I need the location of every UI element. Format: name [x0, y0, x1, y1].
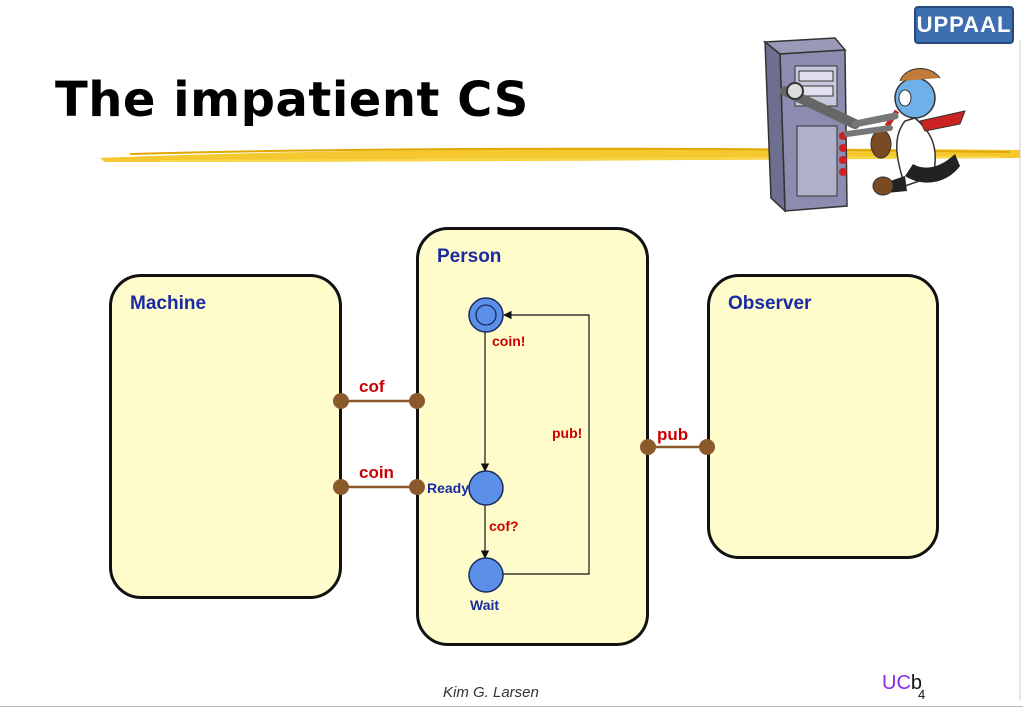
- slide-title: The impatient CS: [55, 72, 529, 128]
- footer-author: Kim G. Larsen: [443, 684, 539, 701]
- edge-pub-label: pub!: [552, 425, 582, 441]
- channel-cof: cof: [333, 377, 425, 409]
- location-ready-label: Ready: [427, 480, 469, 496]
- channel-coin-port-person: [409, 479, 425, 495]
- person-label: Person: [437, 246, 502, 267]
- computer-tower-grabbing-person-icon: [763, 37, 966, 213]
- channel-cof-port-person: [409, 393, 425, 409]
- machine-label: Machine: [130, 293, 207, 314]
- channel-pub-label: pub: [657, 425, 688, 444]
- location-wait: [468, 557, 504, 593]
- observer-label: Observer: [728, 293, 812, 314]
- channel-pub-port-observer: [699, 439, 715, 455]
- channel-cof-label: cof: [359, 377, 385, 396]
- footer-logo-prefix: UC: [882, 672, 911, 694]
- channel-coin-label: coin: [359, 463, 394, 482]
- channel-coin: coin: [333, 463, 425, 495]
- channel-coin-port-machine: [333, 479, 349, 495]
- edge-pub: [503, 310, 590, 575]
- footer-divider: [0, 706, 1023, 707]
- footer-logo: UCb: [882, 672, 922, 695]
- channel-pub: pub: [640, 425, 715, 455]
- observer-box: Observer: [707, 274, 939, 559]
- location-initial: [468, 297, 504, 333]
- location-ready: [468, 470, 504, 506]
- channel-cof-port-machine: [333, 393, 349, 409]
- person-box: Person: [416, 227, 649, 646]
- footer-logo-suffix: b: [910, 672, 923, 694]
- edge-cof-label: cof?: [489, 518, 519, 534]
- uppaal-logo: UPPAAL: [914, 6, 1014, 44]
- right-edge-rule: [1019, 40, 1021, 700]
- page-number: 4: [918, 687, 926, 702]
- machine-box: Machine: [109, 274, 342, 599]
- channel-pub-port-person: [640, 439, 656, 455]
- edge-coin-label: coin!: [492, 333, 525, 349]
- location-wait-label: Wait: [470, 597, 499, 613]
